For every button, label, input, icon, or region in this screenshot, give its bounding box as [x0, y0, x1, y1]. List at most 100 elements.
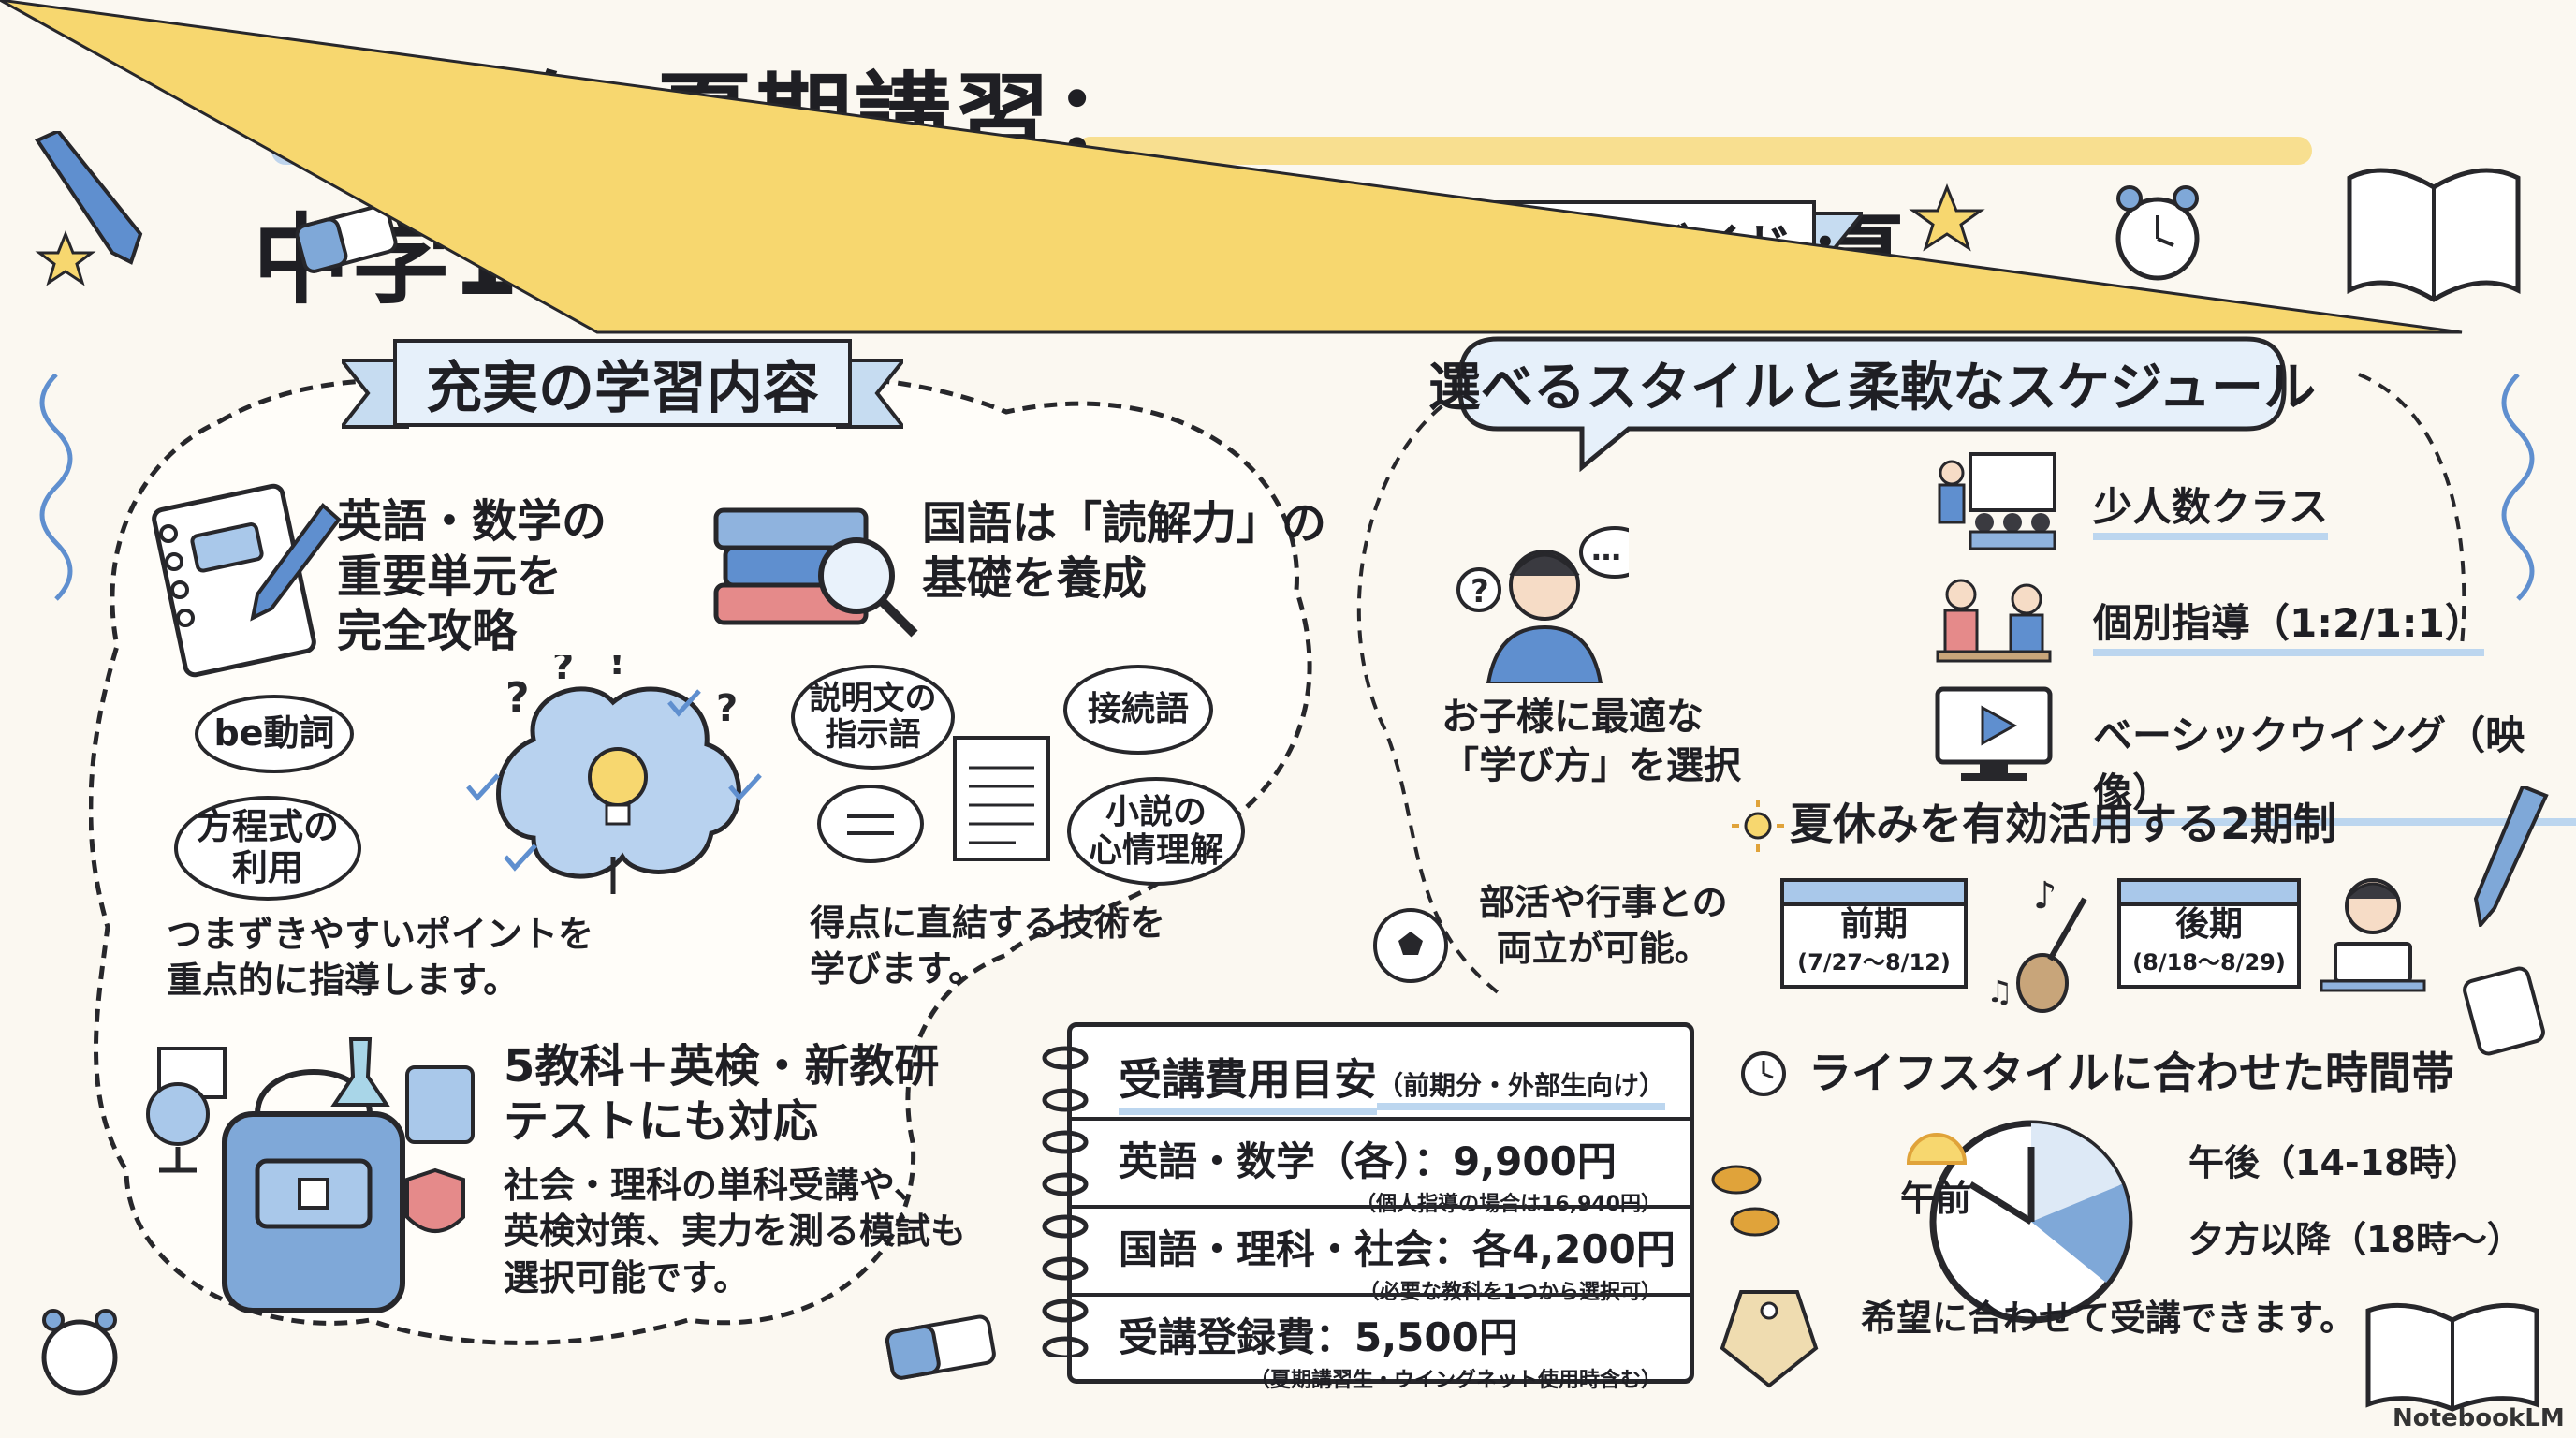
- terms-heading-label: 夏休みを有効活用する2期制: [1790, 799, 2337, 849]
- five-subjects-heading-line-1: 5教科＋英検・新教研: [504, 1040, 940, 1093]
- fee-title: 受講費用目安: [1119, 1046, 1377, 1115]
- bubble-novel-emotion: 小説の心情理解: [1067, 777, 1245, 886]
- books-magnifier-icon: [713, 507, 918, 638]
- svg-text:?: ?: [1471, 573, 1489, 610]
- five-subjects-heading-line-2: テストにも対応: [504, 1094, 819, 1148]
- fee-row-japanese-science-social: 国語・理科・社会：各4,200円 （必要な教科を1つから選択可）: [1072, 1205, 1690, 1305]
- open-book-bottom-icon: [2365, 1302, 2539, 1412]
- document-speech-icon: [817, 736, 1050, 863]
- five-subjects-note-line-2: 英検対策、実力を測る模試も: [504, 1211, 967, 1253]
- content-cloud-outline: [89, 373, 1312, 1345]
- guitar-music-icon: ♪♫: [1986, 874, 2087, 1013]
- content-banner: 充実の学習内容: [393, 339, 852, 427]
- option-small-class-label: 少人数クラス: [2093, 476, 2329, 540]
- bubble-equation-line-1: 方程式の: [196, 806, 339, 848]
- fee-title-row: 受講費用目安（前期分・外部生向け）: [1072, 1046, 1690, 1115]
- open-book-top-icon: [2347, 168, 2521, 302]
- option-video: ベーシックウイング（映像）: [2093, 704, 2576, 826]
- bubble-demonstrative: 説明文の指示語: [791, 665, 955, 770]
- sun-icon: [1732, 800, 1784, 852]
- fee-card: 受講費用目安（前期分・外部生向け） 英語・数学（各）：9,900円 （個人指導の…: [1067, 1022, 1694, 1392]
- notebook-pencil-icon: [152, 483, 342, 678]
- japanese-heading: 国語は「読解力」の 基礎を養成: [922, 496, 1326, 606]
- option-small-class: 少人数クラス: [2093, 476, 2329, 540]
- brand-footer: NotebookLM: [2393, 1404, 2565, 1432]
- term-first-calendar: 前期 (7/27～8/12): [1780, 878, 1968, 989]
- svg-text:?: ?: [552, 655, 574, 688]
- five-subjects-note-line-3: 選択可能です。: [504, 1256, 750, 1299]
- sunrise-icon: [1906, 1133, 1968, 1165]
- coins-icon: [1711, 1165, 1780, 1237]
- five-subjects-heading: 5教科＋英検・新教研 テストにも対応: [504, 1039, 939, 1149]
- term-second-dates: (8/18～8/29): [2132, 948, 2286, 976]
- style-banner-label: 選べるスタイルと柔軟なスケジュール: [1427, 357, 2317, 418]
- japanese-note-line-2: 学びます。: [810, 948, 985, 990]
- five-subjects-note-line-1: 社会・理科の単科受講や、: [504, 1165, 929, 1206]
- bubble-conjunction-label: 接続語: [1087, 690, 1189, 729]
- svg-text:…: …: [1591, 532, 1621, 567]
- english-math-heading: 英語・数学の 重要単元を 完全攻略: [337, 494, 607, 659]
- terms-heading: 夏休みを有効活用する2期制: [1790, 798, 2336, 850]
- alarm-clock-icon: [1741, 1051, 1786, 1096]
- tutoring-icon: [1936, 579, 2052, 663]
- time-note-label: 希望に合わせて受講できます。: [1861, 1298, 2356, 1339]
- svg-text:?: ?: [716, 687, 738, 730]
- eraser-icon: [295, 206, 398, 273]
- english-math-heading-line-3: 完全攻略: [337, 605, 518, 658]
- svg-text:!: !: [608, 655, 625, 683]
- bubble-demonstrative-line-1: 説明文の: [809, 679, 937, 717]
- bubble-novel-line-2: 心情理解: [1088, 831, 1223, 870]
- style-dashed-outline: [1356, 373, 2466, 994]
- svg-text:?: ?: [505, 674, 530, 722]
- club-note-line-1: 部活や行事との: [1479, 882, 1728, 923]
- club-note-line-2: 両立が可能。: [1496, 928, 1710, 970]
- style-speech-bubble: [1457, 336, 2287, 472]
- english-math-heading-line-1: 英語・数学の: [337, 495, 607, 548]
- fee-row-english-math-label: 英語・数学（各）：9,900円: [1119, 1138, 1617, 1184]
- bubble-novel-line-1: 小説の: [1105, 792, 1207, 831]
- fee-card-binding-rings: [1042, 1046, 1089, 1357]
- term-second-calendar: 後期 (8/18～8/29): [2117, 878, 2301, 989]
- brain-lightbulb-icon: ? ? ! ?: [466, 655, 762, 894]
- alarm-clock-bottom-icon: [41, 1309, 118, 1396]
- club-note: 部活や行事との 両立が可能。: [1479, 880, 1728, 973]
- bubble-equation-line-2: 利用: [231, 847, 303, 888]
- fee-row-english-math: 英語・数学（各）：9,900円 （個人指導の場合は16,940円）: [1072, 1117, 1690, 1217]
- japanese-note-line-1: 得点に直結する技術を: [810, 902, 1166, 944]
- eraser-right-icon: [2463, 966, 2545, 1056]
- time-morning: 午前: [1900, 1176, 1971, 1222]
- time-afternoon: 午後（14-18時）: [2188, 1140, 2481, 1186]
- fee-title-note: （前期分・外部生向け）: [1377, 1065, 1666, 1110]
- time-afternoon-label: 午後（14-18時）: [2188, 1142, 2481, 1183]
- bubble-be-verb-label: be動詞: [213, 712, 335, 755]
- classroom-icon: [1938, 452, 2056, 550]
- bubble-conjunction: 接続語: [1063, 665, 1213, 755]
- time-evening: 夕方以降（18時～）: [2188, 1217, 2523, 1263]
- five-subjects-note: 社会・理科の単科受講や、 英検対策、実力を測る模試も 選択可能です。: [504, 1163, 966, 1301]
- japanese-note: 得点に直結する技術を 学びます。: [810, 901, 1165, 993]
- left-squiggle: [39, 374, 73, 601]
- brand-label: NotebookLM: [2393, 1404, 2565, 1432]
- time-heading: ライフスタイルに合わせた時間帯: [1808, 1047, 2454, 1099]
- english-math-note-line-2: 重点的に指導します。: [167, 960, 520, 1002]
- content-banner-label: 充実の学習内容: [426, 355, 819, 421]
- alarm-clock-top-icon: [2115, 185, 2200, 281]
- content-banner-tails: [342, 359, 903, 429]
- globe-icon: [146, 1082, 210, 1173]
- thinking-child-icon: ? …: [1456, 526, 1629, 683]
- japanese-heading-line-1: 国語は「読解力」の: [922, 497, 1327, 550]
- eraser-bottom-icon: [886, 1314, 996, 1380]
- option-individual: 個別指導（1:2/1:1）: [2093, 592, 2484, 656]
- fee-row-jss-label: 国語・理科・社会：各4,200円: [1119, 1226, 1676, 1272]
- fee-row-registration: 受講登録費：5,500円 （夏期講習生・ウイングネット使用時含む）: [1072, 1293, 1690, 1393]
- english-math-note: つまずきやすいポイントを 重点的に指導します。: [167, 912, 593, 1005]
- bubble-demonstrative-line-2: 指示語: [825, 716, 921, 754]
- time-heading-label: ライフスタイルに合わせた時間帯: [1808, 1048, 2454, 1098]
- fee-row-jss-note: （必要な教科を1つから選択可）: [1358, 1281, 1661, 1304]
- fee-row-english-math-note: （個人指導の場合は16,940円）: [1355, 1193, 1661, 1216]
- video-monitor-icon: [1935, 686, 2053, 781]
- fee-row-registration-note: （夏期講習生・ウイングネット使用時含む）: [1249, 1369, 1661, 1392]
- pencil-icon: [35, 131, 143, 265]
- pencil-right-icon: [2473, 786, 2549, 927]
- bubble-be-verb: be動詞: [195, 695, 354, 773]
